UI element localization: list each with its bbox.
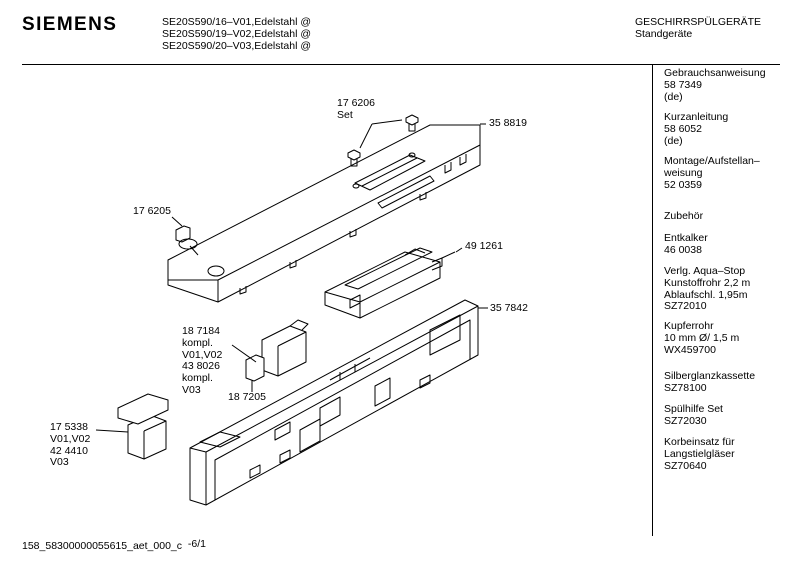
sidebar-entry-short-guide: Kurzanleitung 58 6052 (de) (664, 111, 729, 147)
sidebar-entry-rinse-aid: Spülhilfe Set SZ72030 (664, 403, 723, 428)
model-line: SE20S590/20–V03,Edelstahl @ (162, 40, 312, 52)
sidebar-line: Langstielgläser (664, 447, 735, 460)
brand-logo: SIEMENS (22, 14, 118, 35)
part-label-358819: 35 8819 (489, 117, 527, 130)
part-number: 17 6206 (337, 97, 375, 109)
sidebar-line: Gebrauchsanweisung (664, 67, 766, 79)
page-number: -6/1 (187, 538, 207, 550)
sidebar-line: 58 7349 (664, 78, 702, 91)
sidebar-divider (652, 64, 653, 536)
sidebar-line: Korbeinsatz für (664, 436, 735, 448)
sidebar-line: 10 mm Ø/ 1,5 m (664, 331, 740, 344)
part-note: kompl. (182, 372, 213, 385)
part-note: kompl. (182, 336, 213, 349)
sidebar-line: Zubehör (664, 210, 704, 222)
sidebar-line: Verlg. Aqua–Stop (664, 265, 746, 277)
part-number: 18 7184 (182, 325, 220, 337)
category-subtitle: Standgeräte (635, 28, 693, 40)
category-title: GESCHIRRSPÜLGERÄTE (635, 16, 762, 28)
model-line: SE20S590/19–V02,Edelstahl @ (162, 28, 312, 40)
sidebar-entry-silver-cassette: Silberglanzkassette SZ78100 (664, 370, 756, 395)
document-footer: 158_58300000055615_aet_000_c -6/1 (22, 538, 207, 552)
header-divider (22, 64, 780, 65)
leader-lines (455, 123, 488, 309)
sidebar-line: Kunstoffrohr 2,2 m (664, 276, 751, 289)
part-number: 43 8026 (182, 360, 220, 373)
part-label-187205: 18 7205 (228, 391, 266, 404)
model-line: SE20S590/16–V01,Edelstahl @ (162, 16, 312, 28)
part-note: V01,V02 (182, 348, 223, 361)
sidebar-entry-glass-basket: Korbeinsatz für Langstielgläser SZ70640 (664, 436, 735, 472)
sidebar-line: (de) (664, 90, 683, 103)
part-number: 18 7205 (228, 391, 266, 403)
part-number: 49 1261 (465, 240, 503, 252)
sidebar-line: Spülhilfe Set (664, 403, 723, 415)
part-number: 35 7842 (490, 302, 528, 314)
appliance-category: GESCHIRRSPÜLGERÄTE Standgeräte (635, 16, 761, 40)
indicator-lamp-part (171, 216, 199, 256)
sidebar-line: SZ72030 (664, 414, 707, 427)
housing-part (189, 299, 479, 506)
part-label-357842: 35 7842 (490, 302, 528, 315)
sidebar-entry-accessories: Zubehör (664, 210, 704, 223)
main-switch-part (231, 319, 309, 392)
part-label-491261: 49 1261 (465, 240, 503, 253)
part-number: 17 5338 (50, 421, 88, 433)
sidebar-line: 52 0359 (664, 178, 702, 191)
electronic-module-part (324, 247, 456, 319)
part-number: 35 8819 (489, 117, 527, 129)
part-label-175338: 17 5338 V01,V02 42 4410 V03 (50, 421, 91, 469)
part-label-176206: 17 6206 Set (337, 97, 375, 122)
part-number: 17 6205 (133, 205, 171, 217)
control-panel-part (167, 124, 481, 303)
sidebar-line: SZ78100 (664, 381, 707, 394)
sidebar-line: Kupferrohr (664, 320, 714, 332)
sidebar-line: weisung (664, 166, 703, 179)
part-note: V03 (182, 383, 201, 396)
sidebar-line: SZ70640 (664, 459, 707, 472)
part-note: V01,V02 (50, 432, 91, 445)
sidebar-line: 58 6052 (664, 122, 702, 135)
part-note: V03 (50, 456, 69, 469)
sidebar-entry-manual: Gebrauchsanweisung 58 7349 (de) (664, 67, 766, 103)
part-label-176205: 17 6205 (133, 205, 171, 218)
sidebar-line: Kurzanleitung (664, 111, 729, 123)
screw-set-part (347, 114, 419, 167)
door-switch-part (95, 393, 169, 460)
sidebar-line: Ablaufschl. 1,95m (664, 288, 748, 301)
sidebar-line: WX459700 (664, 343, 716, 356)
sidebar-line: Montage/Aufstellan– (664, 155, 760, 167)
model-list: SE20S590/16–V01,Edelstahl @ SE20S590/19–… (162, 16, 311, 52)
sidebar-line: 46 0038 (664, 243, 702, 256)
sidebar-entry-aqua-stop: Verlg. Aqua–Stop Kunstoffrohr 2,2 m Abla… (664, 265, 751, 313)
sidebar-entry-descaler: Entkalker 46 0038 (664, 232, 708, 257)
part-number: 42 4410 (50, 444, 88, 457)
sidebar-entry-copper-pipe: Kupferrohr 10 mm Ø/ 1,5 m WX459700 (664, 320, 740, 356)
part-label-187184: 18 7184 kompl. V01,V02 43 8026 kompl. V0… (182, 325, 223, 397)
document-id: 158_58300000055615_aet_000_c (22, 540, 182, 552)
sidebar-entry-installation: Montage/Aufstellan– weisung 52 0359 (664, 155, 760, 191)
sidebar-line: SZ72010 (664, 300, 707, 313)
part-note: Set (337, 108, 353, 121)
sidebar-line: (de) (664, 134, 683, 147)
sidebar-line: Entkalker (664, 232, 708, 244)
sidebar-line: Silberglanzkassette (664, 370, 756, 382)
